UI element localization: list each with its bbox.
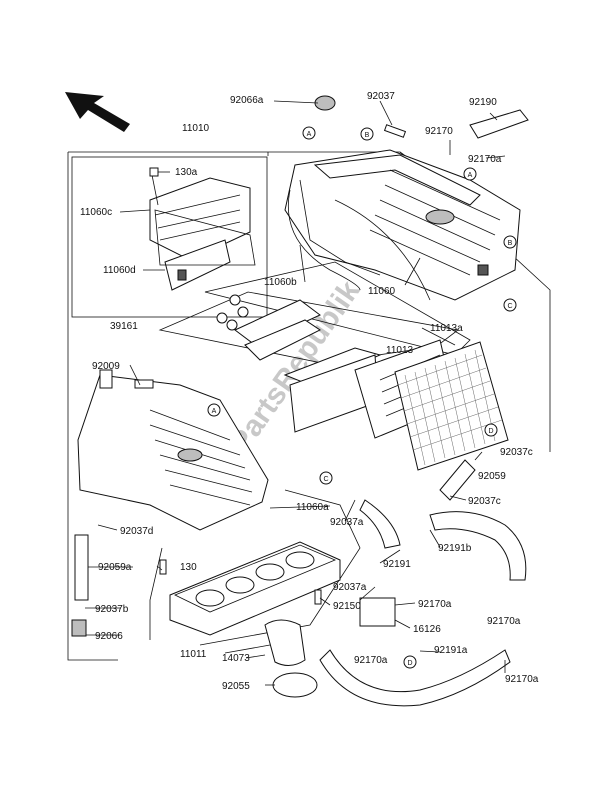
label-11060: 11060 [368,286,396,297]
label-11060a: 11060a [296,502,329,513]
callout-a: A [307,131,312,138]
label-11060b: 11060b [264,277,297,288]
label-130: 130 [180,562,197,573]
callout-c: C [507,303,512,310]
label-92037a-2: 92037a [333,582,367,593]
label-92037d: 92037d [120,526,153,537]
label-92037: 92037 [367,91,395,102]
label-92037c-2: 92037c [468,496,501,507]
label-92170a-mid: 92170a [418,599,452,610]
callout-d: D [488,428,493,435]
label-92191b: 92191b [438,543,472,554]
label-11010: 11010 [182,123,210,134]
callout-a: A [468,172,473,179]
label-11060c: 11060c [80,207,112,218]
callout-a: A [212,408,217,415]
leader-lines [85,100,506,686]
hoses [71,95,529,707]
label-92170a: 92170a [468,154,502,165]
label-92191: 92191 [383,559,411,570]
label-92150: 92150 [333,601,361,612]
air-cleaner-lower-housing [77,369,269,531]
label-92170a-right: 92170a [487,616,521,627]
label-92037b: 92037b [95,604,129,615]
label-92170: 92170 [425,126,453,137]
label-92066: 92066 [95,631,123,642]
front-arrow-icon [65,92,130,132]
label-92037a: 92037a [330,517,364,528]
label-92037c: 92037c [500,447,533,458]
label-92055: 92055 [222,681,250,692]
callout-c: C [323,476,328,483]
callout-b: B [508,240,513,247]
label-92190: 92190 [469,97,497,108]
part-number-labels: 11010 92066a 92037 92190 92170 92170a 13… [80,91,539,692]
cover-inset [149,167,256,291]
callout-b: B [365,132,370,139]
label-11011: 11011 [180,649,207,660]
callout-markers: A B A B C A D C D [207,126,517,669]
label-11013a: 11013a [430,323,463,334]
throttle-plate [159,541,341,698]
label-92170a-bottom: 92170a [505,674,539,685]
label-92066a: 92066a [230,95,264,106]
filter-gaskets [216,294,321,361]
label-39161: 39161 [110,321,138,332]
label-92059: 92059 [478,471,506,482]
label-92009: 92009 [92,361,120,372]
label-92059a: 92059a [98,562,132,573]
label-130a: 130a [175,167,198,178]
label-92170a-low: 92170a [354,655,388,666]
label-92191a: 92191a [434,645,468,656]
label-16126: 16126 [413,624,441,635]
label-11013: 11013 [386,345,414,356]
label-14073: 14073 [222,653,250,664]
mesh-screen [394,341,509,471]
callout-d: D [407,660,412,667]
label-11060d: 11060d [103,265,136,276]
air-cleaner-upper-housing [284,149,521,301]
